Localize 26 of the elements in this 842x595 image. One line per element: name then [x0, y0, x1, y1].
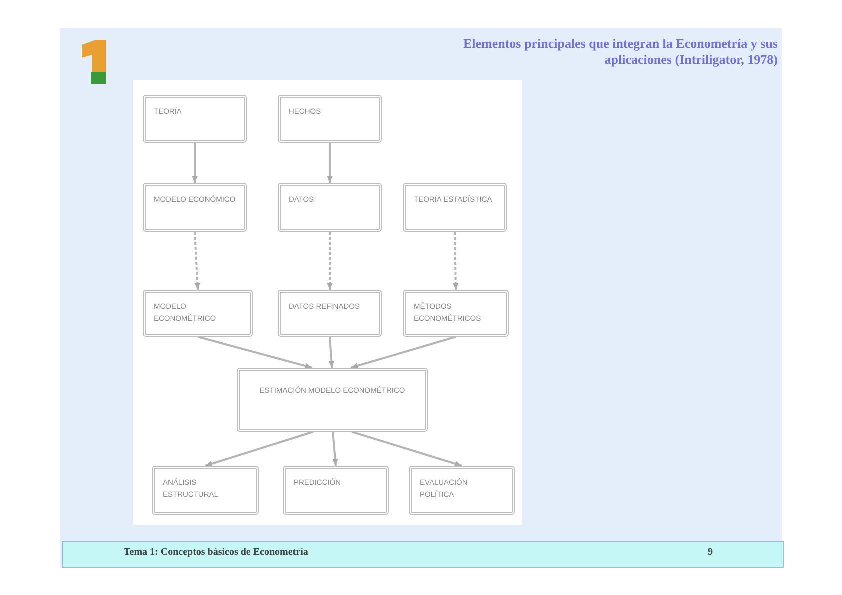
process-box [143, 183, 247, 232]
arrow [352, 431, 462, 467]
arrow [198, 336, 313, 370]
process-box [143, 290, 253, 337]
arrow [332, 432, 338, 466]
footer-text: Tema 1: Conceptos básicos de Econometría [124, 547, 308, 558]
process-box [278, 290, 382, 337]
process-box [278, 183, 382, 232]
process-box [403, 290, 509, 337]
arrow [327, 232, 333, 290]
arrow [452, 232, 459, 290]
arrow [194, 232, 201, 290]
arrow [205, 431, 314, 467]
arrow [192, 143, 198, 183]
page-number: 9 [708, 547, 713, 558]
process-box [403, 183, 507, 232]
process-box [237, 368, 428, 432]
arrow [328, 336, 335, 368]
slide-title: Elementos principales que integran la Econometría y sus aplicaciones (Intriligator, 1978) [462, 36, 778, 68]
arrow [350, 336, 456, 369]
process-box [143, 95, 247, 143]
process-box [278, 95, 382, 143]
process-box [283, 466, 389, 515]
process-box [409, 466, 515, 515]
arrow [327, 143, 333, 183]
process-box [152, 466, 259, 515]
